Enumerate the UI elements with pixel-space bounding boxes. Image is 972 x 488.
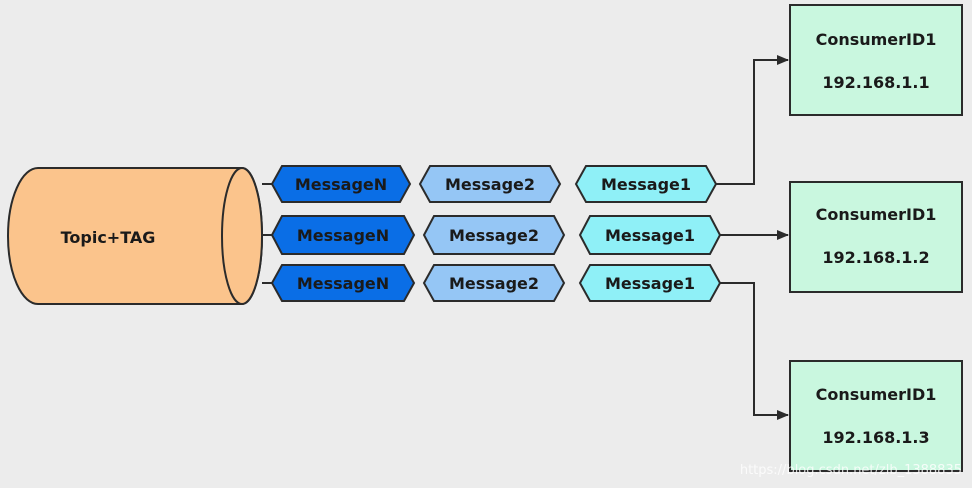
message-1-label: Message1 <box>601 175 691 194</box>
consumer-arrows <box>716 55 789 420</box>
consumer-ip-label: 192.168.1.2 <box>822 248 929 267</box>
message-2-label: Message2 <box>445 175 535 194</box>
watermark-text: https://blog.csdn.net/zlb_1388835 <box>739 463 962 478</box>
arrow-to-consumer-1 <box>716 55 789 185</box>
topic-tag-label: Topic+TAG <box>61 228 156 247</box>
message-2-label: Message2 <box>449 226 539 245</box>
message-1-label: Message1 <box>605 226 695 245</box>
consumer-ip-label: 192.168.1.1 <box>822 73 929 92</box>
message-n-shape <box>270 264 416 302</box>
topic-cylinder: Topic+TAG <box>7 167 263 305</box>
message-n-shape <box>270 215 416 255</box>
message-n-label: MessageN <box>297 274 389 293</box>
message-1-shape <box>578 215 722 255</box>
message-n-shape <box>270 165 412 203</box>
consumer-id-label: ConsumerID1 <box>816 385 937 404</box>
queue-row-3: MessageN Message2 Message1 <box>270 264 722 302</box>
cylinder-connectors <box>262 183 272 284</box>
consumer-ip-label: 192.168.1.3 <box>822 428 929 447</box>
consumer-id-label: ConsumerID1 <box>816 30 937 49</box>
message-2-shape <box>422 264 566 302</box>
message-n-label: MessageN <box>295 175 387 194</box>
consumer-box-1: ConsumerID1 192.168.1.1 <box>789 4 963 116</box>
consumer-box-2: ConsumerID1 192.168.1.2 <box>789 181 963 293</box>
message-2-shape <box>422 215 566 255</box>
message-1-shape <box>578 264 722 302</box>
message-2-label: Message2 <box>449 274 539 293</box>
queue-row-1: MessageN Message2 Message1 <box>270 165 718 203</box>
consumer-box-3: ConsumerID1 192.168.1.3 <box>789 360 963 472</box>
consumer-id-label: ConsumerID1 <box>816 205 937 224</box>
queue-row-2: MessageN Message2 Message1 <box>270 215 722 255</box>
message-n-label: MessageN <box>297 226 389 245</box>
message-1-shape <box>574 165 718 203</box>
arrow-to-consumer-3 <box>720 282 789 420</box>
message-1-label: Message1 <box>605 274 695 293</box>
message-2-shape <box>418 165 562 203</box>
